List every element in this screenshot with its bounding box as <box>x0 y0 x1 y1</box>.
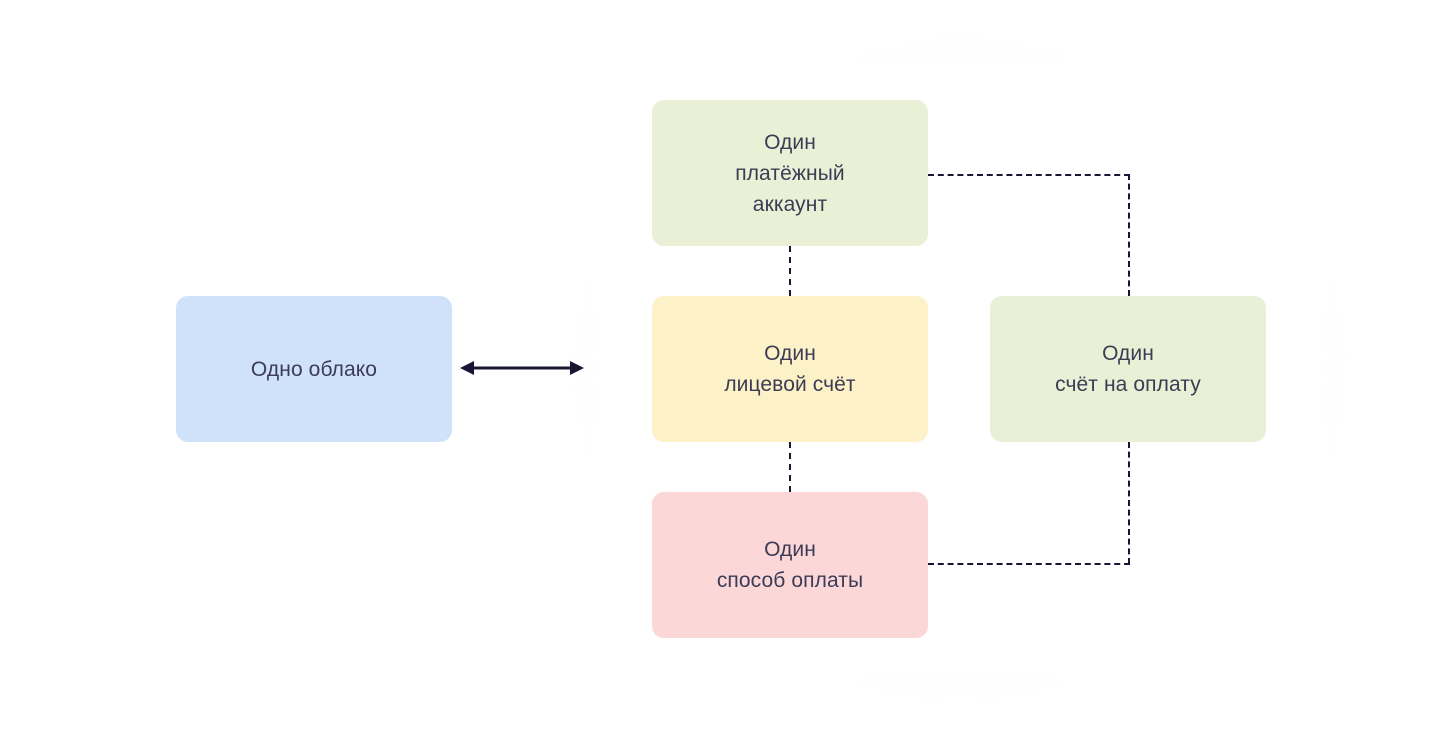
node-payment-method[interactable]: Один способ оплаты <box>652 492 928 638</box>
node-cloud[interactable]: Одно облако <box>176 296 452 442</box>
connector-account-to-invoice-horizontal <box>928 174 1130 176</box>
node-personal-account[interactable]: Один лицевой счёт <box>652 296 928 442</box>
connector-personal-account-to-payment-method <box>789 442 791 492</box>
connector-account-to-personal-account <box>789 246 791 296</box>
connector-invoice-to-payment-method-horizontal <box>928 563 1130 565</box>
double-arrow-cloud-to-panel <box>460 361 584 375</box>
node-payment-account[interactable]: Один платёжный аккаунт <box>652 100 928 246</box>
connector-invoice-to-payment-method-vertical <box>1128 442 1130 564</box>
node-invoice[interactable]: Один счёт на оплату <box>990 296 1266 442</box>
connector-account-to-invoice-vertical <box>1128 174 1130 296</box>
